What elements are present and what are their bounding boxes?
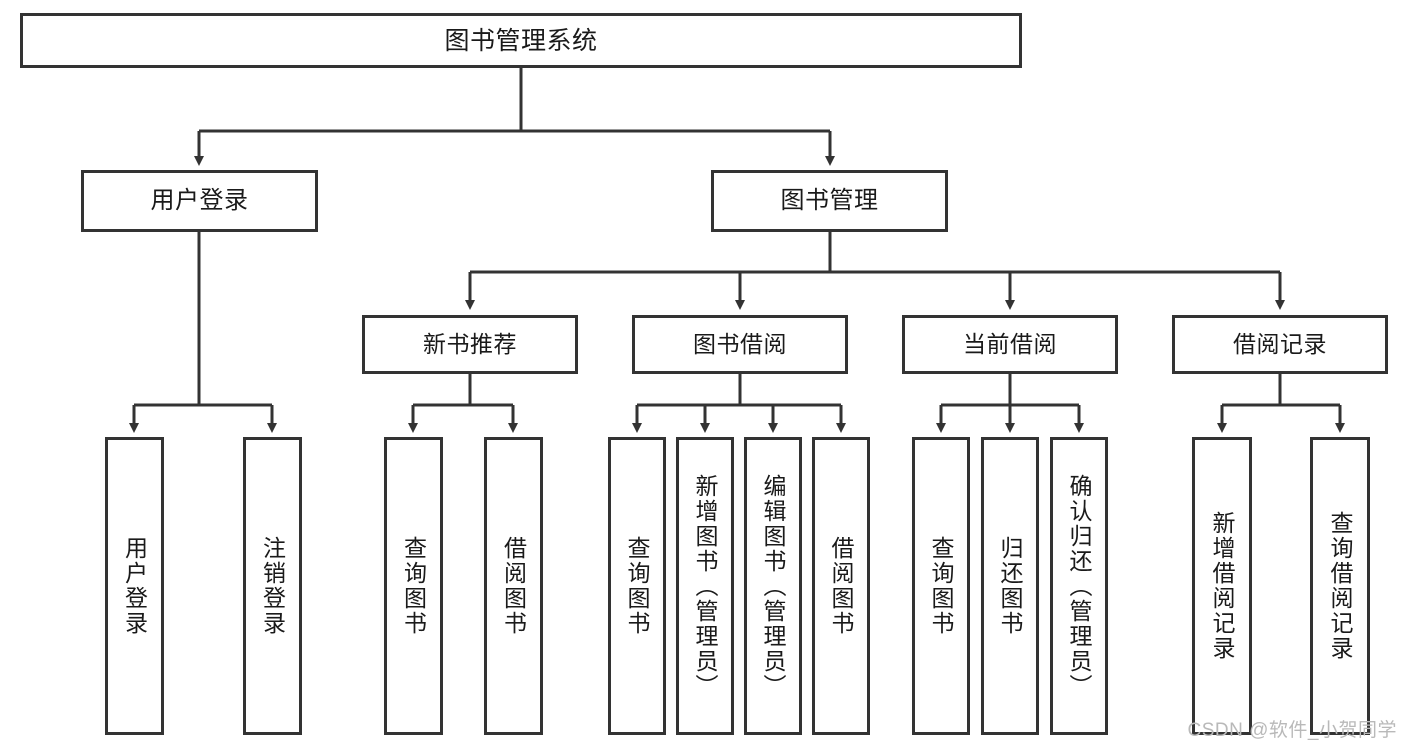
node-book-manage[interactable]: 图书管理	[711, 170, 948, 232]
node-leaf-logout-login[interactable]: 注销登录	[243, 437, 302, 735]
node-leaf-return-book-label: 归还图书	[997, 536, 1024, 636]
node-leaf-query-record-label: 查询借阅记录	[1327, 511, 1354, 661]
node-leaf-query-book-1-label: 查询图书	[400, 536, 427, 636]
node-leaf-user-login-label: 用户登录	[121, 536, 148, 636]
node-leaf-borrow-book-1-label: 借阅图书	[500, 536, 527, 636]
node-leaf-query-book-2[interactable]: 查询图书	[608, 437, 666, 735]
node-current-borrow[interactable]: 当前借阅	[902, 315, 1118, 374]
node-leaf-confirm-return[interactable]: 确认归还（管理员）	[1050, 437, 1108, 735]
node-leaf-add-book[interactable]: 新增图书（管理员）	[676, 437, 734, 735]
node-user-login-label: 用户登录	[150, 186, 249, 214]
node-leaf-confirm-return-label: 确认归还（管理员）	[1066, 473, 1093, 699]
node-leaf-query-book-3-label: 查询图书	[928, 536, 955, 636]
node-leaf-query-book-1[interactable]: 查询图书	[384, 437, 443, 735]
node-leaf-user-login[interactable]: 用户登录	[105, 437, 164, 735]
node-leaf-return-book[interactable]: 归还图书	[981, 437, 1039, 735]
node-leaf-borrow-book-1[interactable]: 借阅图书	[484, 437, 543, 735]
node-borrow-record-label: 借阅记录	[1233, 330, 1327, 357]
node-leaf-add-record-label: 新增借阅记录	[1209, 511, 1236, 661]
node-root[interactable]: 图书管理系统	[20, 13, 1022, 68]
node-new-book-rec-label: 新书推荐	[423, 330, 517, 357]
node-new-book-rec[interactable]: 新书推荐	[362, 315, 578, 374]
node-leaf-add-record[interactable]: 新增借阅记录	[1192, 437, 1252, 735]
node-leaf-borrow-book-2[interactable]: 借阅图书	[812, 437, 870, 735]
node-book-borrow[interactable]: 图书借阅	[632, 315, 848, 374]
node-leaf-query-record[interactable]: 查询借阅记录	[1310, 437, 1370, 735]
node-book-borrow-label: 图书借阅	[693, 330, 787, 357]
node-book-manage-label: 图书管理	[780, 186, 879, 214]
node-leaf-add-book-label: 新增图书（管理员）	[692, 473, 719, 699]
node-leaf-edit-book-label: 编辑图书（管理员）	[760, 473, 787, 699]
node-current-borrow-label: 当前借阅	[963, 330, 1057, 357]
node-leaf-query-book-3[interactable]: 查询图书	[912, 437, 970, 735]
node-borrow-record[interactable]: 借阅记录	[1172, 315, 1388, 374]
node-leaf-borrow-book-2-label: 借阅图书	[828, 536, 855, 636]
node-user-login[interactable]: 用户登录	[81, 170, 318, 232]
watermark: CSDN @软件_小贺同学	[1187, 720, 1397, 741]
node-leaf-query-book-2-label: 查询图书	[624, 536, 651, 636]
node-root-label: 图书管理系统	[444, 26, 598, 55]
node-leaf-logout-login-label: 注销登录	[259, 536, 286, 636]
node-leaf-edit-book[interactable]: 编辑图书（管理员）	[744, 437, 802, 735]
